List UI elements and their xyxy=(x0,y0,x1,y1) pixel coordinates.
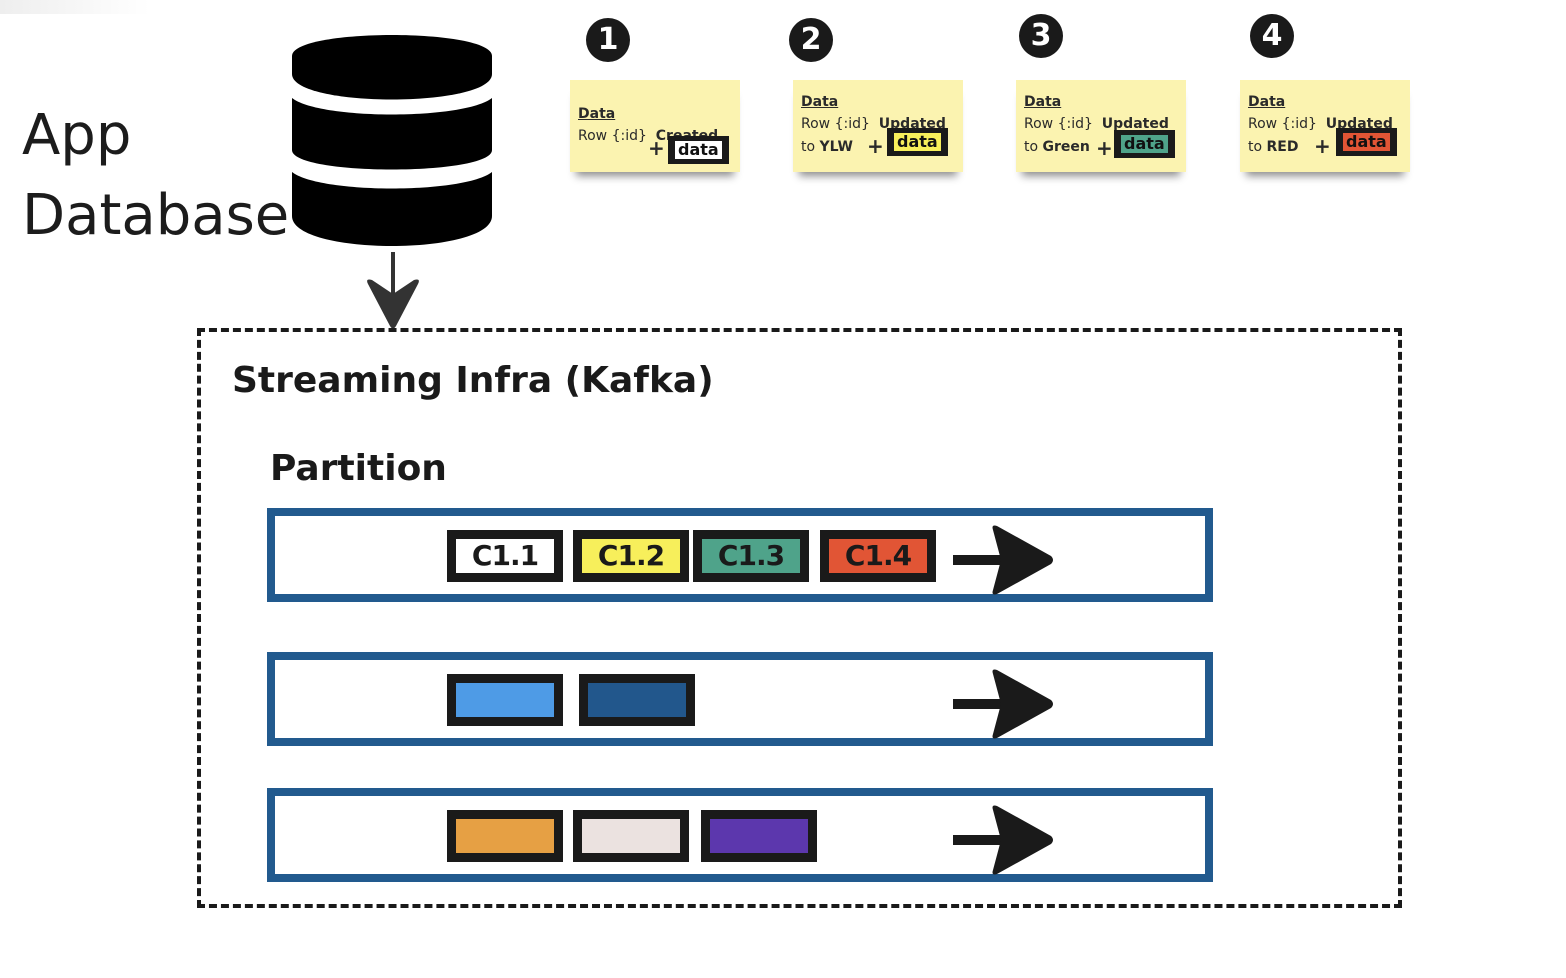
sticky-title: Data xyxy=(1024,94,1062,110)
message xyxy=(579,674,695,726)
message: C1.4 xyxy=(820,530,936,582)
partition-2 xyxy=(267,652,1213,746)
step-number-1: 1 xyxy=(586,18,630,62)
data-chip: data xyxy=(668,136,729,164)
data-chip-label: data xyxy=(894,133,941,151)
to-value: Green xyxy=(1042,139,1090,155)
data-chip-label: data xyxy=(1343,133,1390,151)
message-block xyxy=(588,683,686,717)
data-chip-label: data xyxy=(675,141,722,159)
row-prefix: Row {:id} xyxy=(1248,116,1317,132)
to-prefix: to xyxy=(1024,139,1039,155)
data-chip: data xyxy=(1114,130,1175,158)
sticky-title: Data xyxy=(1248,94,1286,110)
sticky-note-step-3: Data Row {:id} Updated to Green + data xyxy=(1016,80,1186,172)
message xyxy=(447,674,563,726)
message xyxy=(573,810,689,862)
app-database-label-line1: App xyxy=(22,103,132,168)
to-value: RED xyxy=(1266,139,1299,155)
row-prefix: Row {:id} xyxy=(801,116,870,132)
message: C1.2 xyxy=(573,530,689,582)
arrow-right-icon xyxy=(953,525,1053,595)
sticky-to-text: to RED xyxy=(1248,139,1298,155)
row-prefix: Row {:id} xyxy=(578,128,647,144)
sticky-row-text: Row {:id} Updated xyxy=(1024,116,1169,132)
sticky-note-step-2: Data Row {:id} Updated to YLW + data xyxy=(793,80,963,172)
arrow-down-icon xyxy=(367,252,419,329)
data-chip-label: data xyxy=(1121,135,1168,153)
message: C1.1 xyxy=(447,530,563,582)
message-label: C1.2 xyxy=(582,539,680,573)
partition-label: Partition xyxy=(270,448,447,489)
to-value: YLW xyxy=(819,139,853,155)
streaming-infra-boundary xyxy=(197,328,1402,908)
plus-sign: + xyxy=(1314,134,1331,158)
sticky-note-step-4: Data Row {:id} Updated to RED + data xyxy=(1240,80,1410,172)
row-action: Updated xyxy=(1101,116,1169,132)
to-prefix: to xyxy=(801,139,816,155)
arrow-right-icon xyxy=(953,805,1053,875)
arrow-right-icon xyxy=(953,669,1053,739)
message-label: C1.1 xyxy=(456,539,554,573)
row-prefix: Row {:id} xyxy=(1024,116,1093,132)
message: C1.3 xyxy=(693,530,809,582)
message-block xyxy=(456,683,554,717)
canvas-corner-shade xyxy=(0,0,150,14)
plus-sign: + xyxy=(648,136,665,160)
sticky-to-text: to Green xyxy=(1024,139,1090,155)
to-prefix: to xyxy=(1248,139,1263,155)
app-database-label: App Database xyxy=(22,96,289,256)
partition-1: C1.1 C1.2 C1.3 C1.4 xyxy=(267,508,1213,602)
message-block xyxy=(456,819,554,853)
message xyxy=(701,810,817,862)
data-chip: data xyxy=(1336,128,1397,156)
plus-sign: + xyxy=(1096,136,1113,160)
sticky-to-text: to YLW xyxy=(801,139,853,155)
message-block xyxy=(710,819,808,853)
partition-3 xyxy=(267,788,1213,882)
database-icon xyxy=(292,35,492,246)
streaming-infra-title: Streaming Infra (Kafka) xyxy=(232,360,714,401)
message xyxy=(447,810,563,862)
sticky-title: Data xyxy=(801,94,839,110)
plus-sign: + xyxy=(867,134,884,158)
step-number-3: 3 xyxy=(1019,14,1063,58)
data-chip: data xyxy=(887,128,948,156)
step-number-4: 4 xyxy=(1250,14,1294,58)
step-number-2: 2 xyxy=(789,18,833,62)
message-label: C1.4 xyxy=(829,539,927,573)
sticky-note-step-1: Data Row {:id} Created + data xyxy=(570,80,740,172)
message-block xyxy=(582,819,680,853)
message-label: C1.3 xyxy=(702,539,800,573)
app-database-label-line2: Database xyxy=(22,183,290,248)
sticky-title: Data xyxy=(578,106,616,122)
